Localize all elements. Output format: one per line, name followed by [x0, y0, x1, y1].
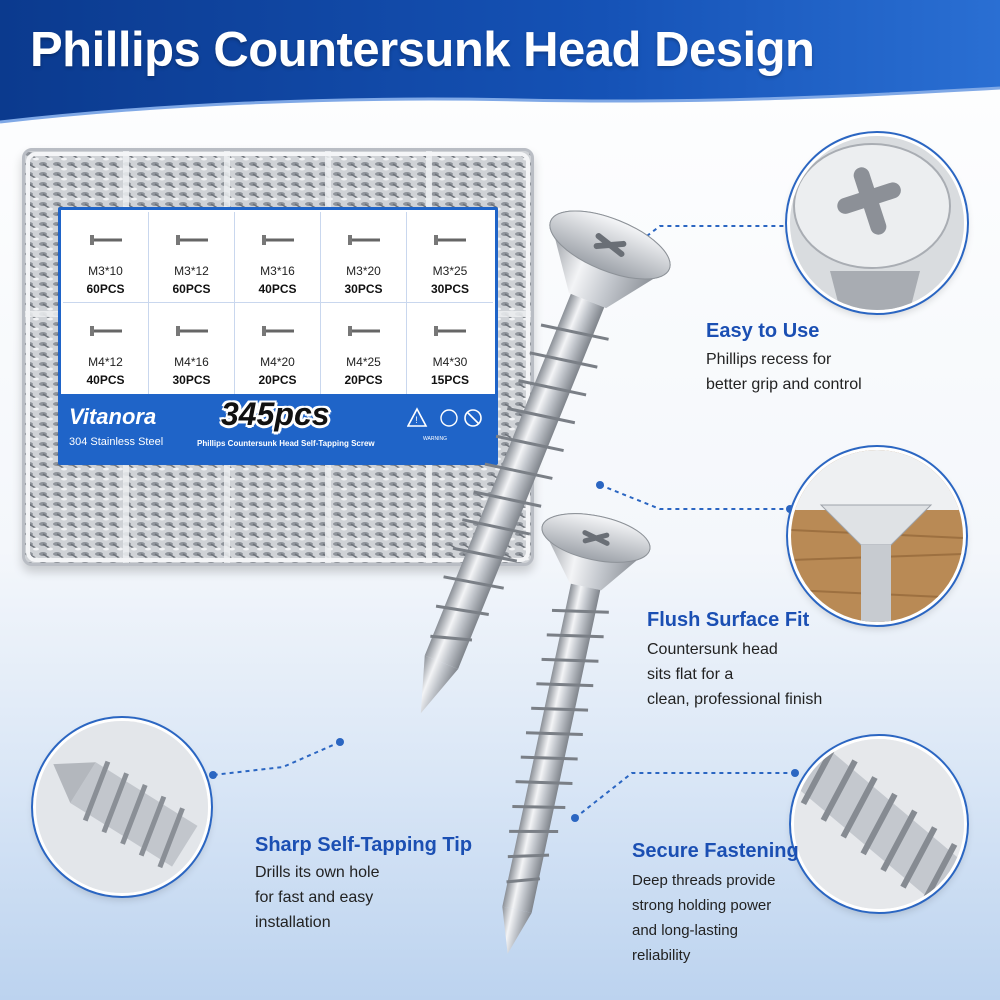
size-cell: M4*20 20PCS [235, 303, 321, 394]
qty-label: 60PCS [86, 282, 125, 296]
size-cell: M3*20 30PCS [321, 212, 407, 303]
screw-icon [434, 326, 466, 336]
countersunk-wood-icon [788, 447, 966, 625]
size-grid: M3*10 60PCS M3*12 60PCS M3*16 40PCS M3*20 30… [63, 212, 493, 394]
qty-label: 20PCS [258, 373, 297, 387]
qty-label: 20PCS [344, 373, 383, 387]
desc-line: and long-lasting [632, 922, 738, 939]
screw-icon [348, 326, 380, 336]
screw-icon [262, 235, 294, 245]
screw-icon [176, 326, 208, 336]
warning-icons: ! [407, 407, 482, 427]
desc-line: Countersunk head [647, 641, 778, 658]
recycle-icon [440, 409, 458, 427]
size-label: M4*12 [88, 355, 123, 369]
feature-desc-easy: Phillips recess for better grip and cont… [706, 347, 862, 397]
screw-thread-icon [791, 736, 967, 912]
feature-title-secure: Secure Fastening [632, 840, 799, 862]
qty-label: 15PCS [430, 373, 470, 387]
size-cell: M4*25 20PCS [321, 303, 407, 394]
size-label: M3*16 [260, 264, 295, 278]
count-badge: 345pcs [221, 396, 330, 432]
qty-label: 30PCS [344, 282, 383, 296]
header-band [0, 0, 1000, 124]
screw-icon [90, 235, 122, 245]
screw-icon [434, 235, 466, 245]
warning-triangle-icon [407, 407, 428, 427]
desc-line: installation [255, 914, 331, 931]
size-label: M4*30 [432, 355, 468, 369]
feature-title-sharp: Sharp Self-Tapping Tip [255, 834, 473, 856]
phillips-head-icon [787, 133, 967, 313]
screw-icon [262, 326, 294, 336]
qty-label: 40PCS [86, 373, 125, 387]
desc-line: Drills its own hole [255, 864, 380, 881]
size-cell: M3*12 60PCS [149, 212, 235, 303]
screw-icon [176, 235, 208, 245]
desc-line: for fast and easy [255, 889, 374, 906]
size-cell: M3*10 60PCS [63, 212, 149, 303]
feature-title-easy: Easy to Use [706, 320, 820, 342]
size-cell: M4*30 15PCS [407, 303, 493, 394]
size-cell: M4*12 40PCS [63, 303, 149, 394]
qty-label: 30PCS [172, 373, 211, 387]
desc-line: reliability [632, 947, 691, 964]
size-label: M4*20 [260, 355, 295, 369]
size-cell: M3*16 40PCS [235, 212, 321, 303]
page-title: Phillips Countersunk Head Design [30, 23, 815, 77]
desc-line: strong holding power [632, 897, 772, 914]
screw-tip-icon [33, 718, 211, 896]
feature-desc-flush: Countersunk head sits flat for a clean, … [647, 637, 822, 712]
screw-icon [90, 326, 122, 336]
qty-label: 40PCS [258, 282, 297, 296]
size-cell: M4*16 30PCS [149, 303, 235, 394]
small-screw [502, 513, 651, 954]
qty-label: 60PCS [172, 282, 211, 296]
large-screw [420, 210, 671, 714]
screw-icon [348, 235, 380, 245]
no-entry-icon [464, 409, 482, 427]
size-cell: M3*25 30PCS [407, 212, 493, 303]
feature-desc-sharp: Drills its own hole for fast and easy in… [255, 860, 379, 935]
size-label: M3*10 [88, 264, 123, 278]
size-label: M3*20 [346, 264, 381, 278]
desc-line: Phillips recess for [706, 351, 832, 368]
brand-name: Vitanora [69, 404, 157, 429]
svg-text:!: ! [415, 415, 418, 425]
qty-label: 30PCS [430, 282, 470, 296]
size-label: M4*25 [346, 355, 381, 369]
desc-line: sits flat for a [647, 666, 734, 683]
desc-line: clean, professional finish [647, 691, 823, 708]
label-footer: Vitanora 304 Stainless Steel 345pcs Phil… [61, 394, 495, 462]
size-label: M4*16 [174, 355, 209, 369]
product-label: M3*10 60PCS M3*12 60PCS M3*16 40PCS M3*20 30… [58, 207, 498, 465]
feature-desc-secure: Deep threads provide strong holding powe… [632, 868, 775, 968]
desc-line: Deep threads provide [632, 872, 776, 889]
size-label: M3*12 [174, 264, 209, 278]
product-name: Phillips Countersunk Head Self-Tapping S… [197, 439, 375, 448]
warning-text: WARNING [423, 436, 447, 442]
material-label: 304 Stainless Steel [69, 436, 164, 448]
size-label: M3*25 [432, 264, 468, 278]
feature-title-flush: Flush Surface Fit [647, 609, 810, 631]
desc-line: better grip and control [706, 376, 862, 393]
